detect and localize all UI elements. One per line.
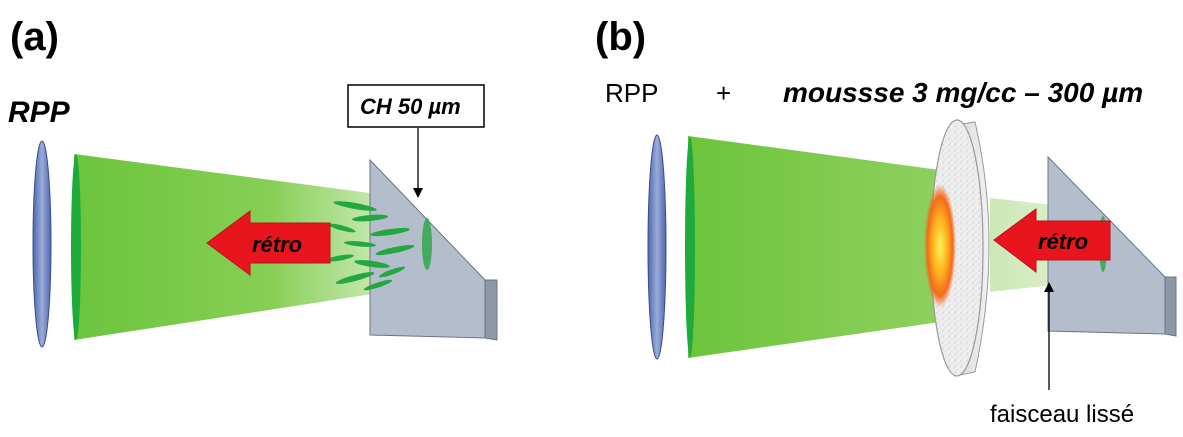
beam-focus-ellipse-b [685, 137, 695, 357]
target-edge-b [1164, 276, 1177, 337]
retro-label-b: rétro [1038, 229, 1088, 254]
smoothed-beam-label: faisceau lissé [990, 401, 1134, 428]
plasma-glow [924, 184, 956, 308]
rpp-plate-a [32, 140, 52, 348]
smoothed-beam-pointer-arrowhead [1044, 282, 1054, 292]
rpp-plate-b [647, 134, 667, 360]
beam-focus-ellipse-a [71, 154, 81, 340]
foam-disc [924, 119, 990, 377]
retro-arrow-a [206, 210, 331, 276]
panel-a-label: (a) [10, 15, 59, 59]
target-label: CH 50 µm [360, 94, 461, 119]
foam-label: moussse 3 mg/cc – 300 µm [783, 77, 1143, 108]
rpp-label-b: RPP [605, 78, 658, 108]
rpp-label-a: RPP [8, 96, 71, 129]
filament-streaks [326, 201, 415, 291]
panel-b-label: (b) [595, 15, 646, 59]
retro-arrow-b [993, 208, 1111, 274]
target-label-box [347, 84, 485, 128]
plus-sign: + [716, 78, 731, 108]
laser-beam-b [688, 136, 940, 358]
retro-label-a: rétro [252, 232, 302, 257]
ch-target-edge [484, 279, 498, 341]
panel-b: (b) RPP + moussse 3 mg/cc – 300 µm rétro… [595, 15, 1177, 428]
target-pointer-arrowhead [413, 188, 423, 198]
target-spot-a [422, 218, 432, 270]
panel-a: (a) RPP rétro CH 50 µm [8, 15, 498, 348]
